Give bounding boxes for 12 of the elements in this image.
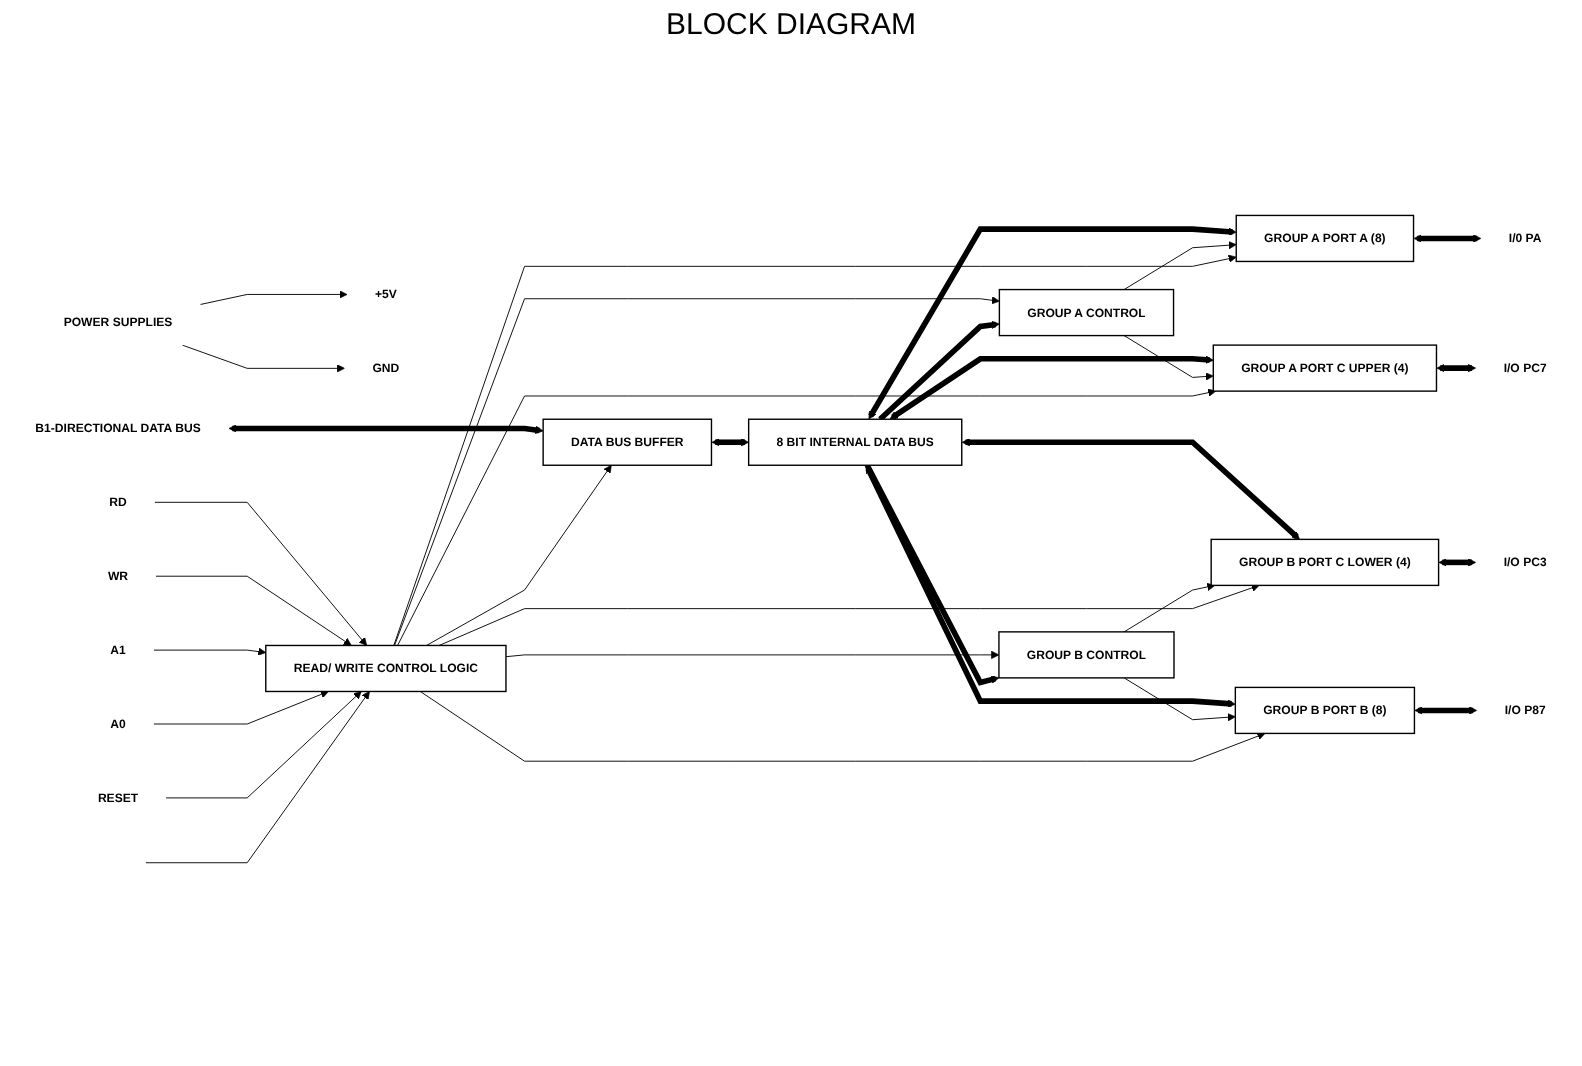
diagram-title: BLOCK DIAGRAM [663,8,919,42]
arrow [865,465,1236,708]
arrow [889,355,1214,420]
arrow [1436,363,1477,373]
arrow [1414,706,1478,715]
arrow [711,438,750,447]
arrow [1413,234,1482,243]
arrow [961,438,1300,540]
arrow [228,424,544,434]
arrow [1438,558,1477,567]
arrow [864,463,1000,686]
arrow [878,320,1000,422]
